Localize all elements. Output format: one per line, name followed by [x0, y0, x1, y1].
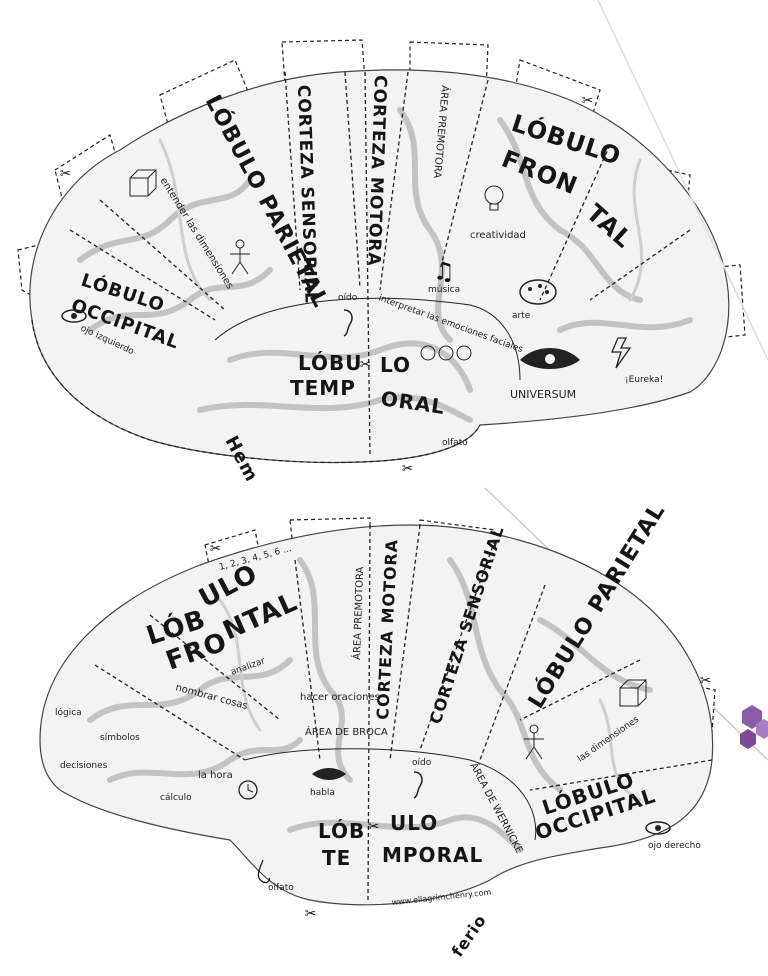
top-art-note: arte	[512, 311, 531, 321]
scissors-icon: ✂	[360, 354, 371, 375]
cube-icon	[619, 679, 648, 707]
bottom-temporal-label-c: TE	[322, 846, 351, 870]
scissors-icon: ✂	[368, 816, 379, 837]
top-temporal-label-c: TEMP	[290, 376, 356, 400]
nose-icon	[257, 859, 271, 884]
bottom-time-note: la hora	[198, 770, 233, 781]
svg-text:✂: ✂	[700, 670, 711, 691]
svg-text:✂: ✂	[582, 90, 593, 111]
bottom-decisions-note: decisiones	[60, 761, 108, 771]
svg-text:✂: ✂	[210, 538, 221, 559]
cube-icon	[129, 169, 158, 197]
top-temporal-label-b: LO	[380, 353, 411, 377]
top-music-note: música	[428, 285, 460, 295]
bottom-side-title-fragment: ferio	[448, 911, 491, 961]
clock-icon	[238, 780, 258, 800]
bottom-sentences-note: hacer oraciones	[300, 692, 380, 703]
scissors-icon: ✂	[700, 670, 711, 691]
top-temporal-label-a: LÓBU	[298, 351, 363, 375]
svg-text:✂: ✂	[402, 458, 413, 479]
bottom-temporal-label-a: LÓB	[318, 819, 365, 843]
bottom-ear-note: oído	[412, 758, 432, 768]
stick-figure-icon	[230, 239, 250, 275]
bottom-smell-note: olfato	[268, 883, 294, 893]
svg-text:✂: ✂	[360, 354, 371, 375]
bottom-symbols-note: símbolos	[100, 733, 140, 743]
top-ear-note: oído	[338, 293, 358, 303]
mouth-icon	[312, 768, 346, 780]
lightning-icon	[611, 337, 632, 369]
ear-icon	[413, 771, 423, 799]
music-note-icon: ♫	[436, 257, 452, 287]
ear-icon	[343, 309, 353, 337]
lightbulb-icon	[484, 185, 504, 211]
svg-text:♫: ♫	[436, 257, 452, 287]
bottom-broca-label: ÁREA DE BROCA	[305, 725, 388, 738]
smiley-faces-icon	[420, 345, 472, 361]
top-smell-note: olfato	[442, 438, 468, 448]
top-universum-logo-text: UNIVERSUM	[510, 388, 576, 401]
svg-text:✂: ✂	[60, 163, 71, 184]
hexagon-logo-icon	[740, 705, 768, 749]
top-eureka-note: ¡Eureka!	[625, 375, 663, 385]
scissors-icon: ✂	[210, 538, 221, 559]
page-edge-line	[597, 0, 768, 361]
scissors-icon: ✂	[402, 458, 413, 479]
svg-text:✂: ✂	[368, 816, 379, 837]
scissors-icon: ✂	[305, 903, 316, 924]
top-creativity-note: creatividad	[470, 230, 526, 241]
svg-text:✂: ✂	[305, 903, 316, 924]
top-brain-half: LÓBULO PARIETAL CORTEZA SENSORIAL CORTEZ…	[17, 39, 746, 479]
universum-eye-logo-icon	[520, 348, 580, 369]
bottom-temporal-label-d: MPORAL	[382, 843, 483, 867]
bottom-right-eye-note: ojo derecho	[648, 841, 701, 851]
scissors-icon: ✂	[582, 90, 593, 111]
bottom-calc-note: cálculo	[160, 793, 192, 803]
bottom-brain-half: LÓB ULO FRO NTAL CORTEZA MOTORA CORTEZA …	[39, 499, 716, 924]
eye-icon	[61, 309, 87, 323]
stick-figure-icon	[524, 724, 544, 760]
scissors-icon: ✂	[60, 163, 71, 184]
palette-icon	[519, 279, 557, 305]
bottom-logic-note: lógica	[55, 707, 82, 718]
bottom-temporal-label-b: ULO	[390, 811, 438, 835]
eye-icon	[645, 821, 671, 835]
bottom-premotor-label: ÁREA PREMOTORA	[350, 566, 366, 660]
bottom-speech-note: habla	[310, 788, 335, 798]
